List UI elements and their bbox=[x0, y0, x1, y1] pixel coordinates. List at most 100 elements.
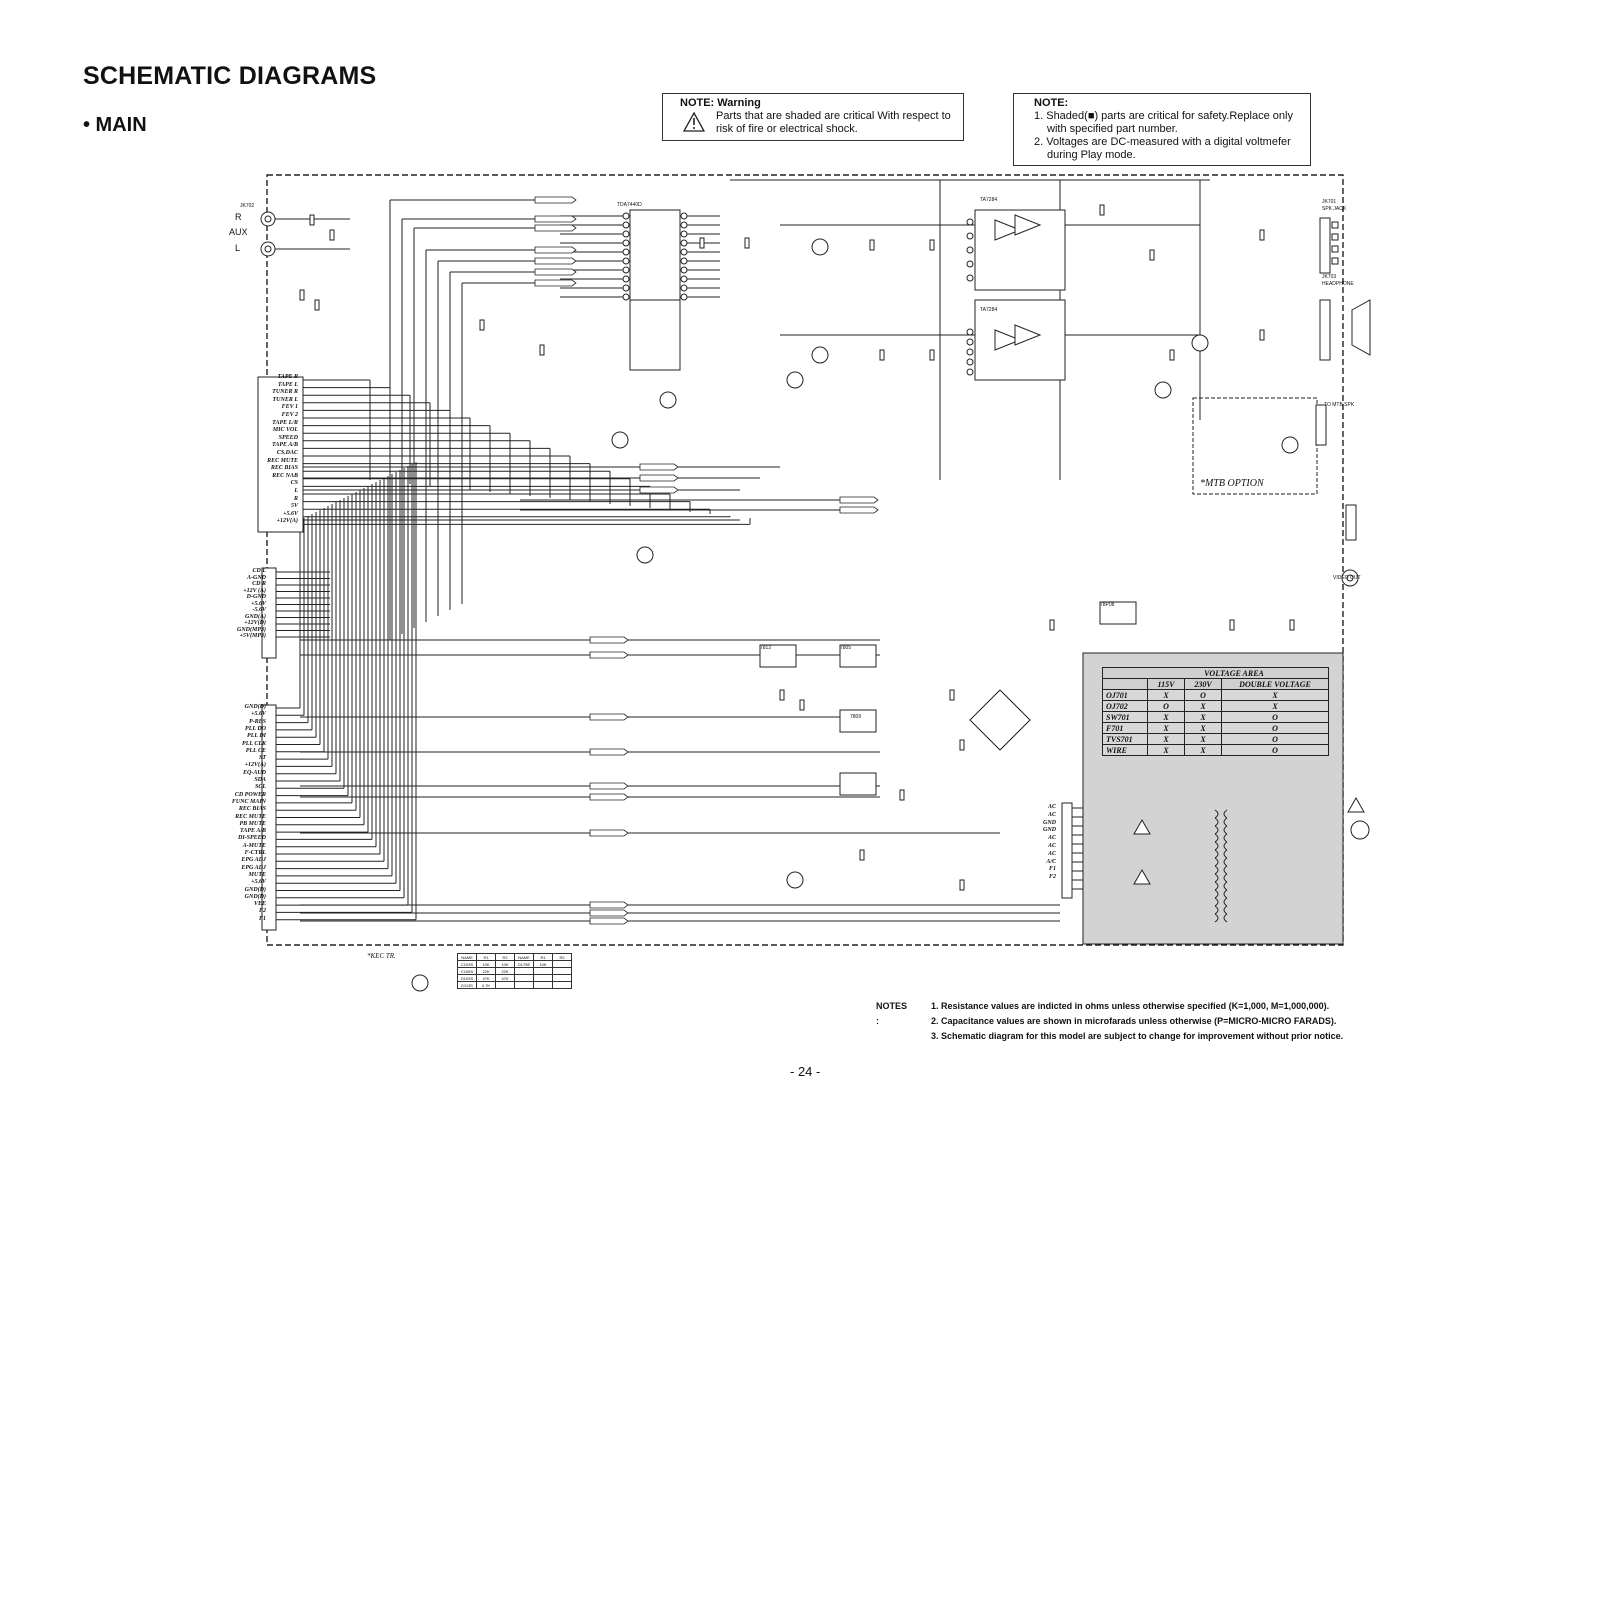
ic-part-label: TDA7440D bbox=[617, 202, 642, 208]
voltage-cell: X bbox=[1184, 744, 1222, 756]
connector-pin-label: TUNER R bbox=[272, 389, 298, 396]
connector-pin-label: TAPE L/R bbox=[272, 419, 298, 426]
spk-jack-block bbox=[1319, 217, 1331, 274]
kec-cell: 10K bbox=[476, 960, 496, 968]
connector-pin-label: SCL bbox=[254, 784, 266, 791]
regulator-ic bbox=[839, 644, 877, 668]
bus-tag bbox=[839, 506, 879, 514]
spk-pin bbox=[1331, 245, 1339, 253]
video-out-label: VIDEO OUT bbox=[1333, 575, 1361, 581]
kec-head-2: R2 bbox=[495, 953, 515, 961]
voltage-cell: O bbox=[1221, 733, 1329, 745]
transistor-symbol bbox=[1281, 436, 1299, 454]
transistor-symbol bbox=[411, 974, 429, 992]
ic-pin bbox=[966, 358, 974, 366]
passive-component bbox=[329, 229, 335, 241]
bus-tag bbox=[589, 748, 629, 756]
passive-component bbox=[959, 739, 965, 751]
ic-part-label: 7809 bbox=[850, 714, 862, 720]
kec-cell bbox=[514, 981, 534, 989]
connector-mid bbox=[261, 567, 277, 659]
transformer-coil bbox=[1223, 881, 1228, 891]
passive-component bbox=[299, 289, 305, 301]
connector-pin-label: GND(D) bbox=[244, 704, 266, 710]
connector-pin-label: +12V (A) bbox=[243, 587, 266, 594]
connector-pin-label: MUTE bbox=[248, 871, 266, 878]
kec-cell: 10K bbox=[495, 960, 515, 968]
transformer-coil bbox=[1214, 825, 1219, 835]
safety-note-line2b: during Play mode. bbox=[1047, 149, 1136, 161]
passive-component bbox=[799, 699, 805, 711]
connector-pin-label: A/C bbox=[1046, 858, 1056, 865]
note-item-1: 1. Resistance values are indicted in ohm… bbox=[931, 1001, 1330, 1011]
headphone-jack-block bbox=[1319, 299, 1331, 361]
passive-component bbox=[779, 689, 785, 701]
connector-pin-label: CD R bbox=[252, 581, 266, 587]
ic-pin bbox=[680, 221, 688, 229]
bus-tag bbox=[589, 917, 629, 925]
connector-bottom bbox=[261, 704, 277, 931]
transformer-coil bbox=[1223, 849, 1228, 859]
passive-component bbox=[959, 879, 965, 891]
passive-component bbox=[699, 237, 705, 249]
transformer-coil bbox=[1214, 913, 1219, 923]
regulator-ic bbox=[759, 644, 797, 668]
bridge-rectifier bbox=[969, 689, 1031, 751]
connector-pin-label: CD POWER bbox=[234, 791, 266, 798]
connector-pin-label: +5.6V bbox=[251, 600, 266, 607]
kec-cell bbox=[495, 981, 515, 989]
passive-component bbox=[1149, 249, 1155, 261]
kec-cell bbox=[552, 974, 572, 982]
bus-tag bbox=[534, 279, 577, 287]
ic-pin bbox=[680, 239, 688, 247]
spk-pin bbox=[1331, 233, 1339, 241]
kec-tr-label: *KEC TR. bbox=[367, 952, 396, 960]
passive-component bbox=[1259, 329, 1265, 341]
voltage-cell: X bbox=[1147, 744, 1185, 756]
ic-pin bbox=[622, 275, 630, 283]
voltage-cell: WIRE bbox=[1102, 744, 1148, 756]
bus-tag bbox=[534, 224, 577, 232]
ic-part-label: TA7284 bbox=[980, 197, 998, 203]
connector-pin-label: +12V(A) bbox=[244, 762, 266, 769]
connector-pin-label: SDA bbox=[254, 777, 266, 783]
passive-component bbox=[314, 299, 320, 311]
kec-head-3: NAME bbox=[514, 953, 534, 961]
connector-pin-label: TAPE L bbox=[277, 381, 298, 388]
voltage-cell: X bbox=[1221, 689, 1329, 701]
kec-cell bbox=[533, 967, 553, 975]
passive-component bbox=[1259, 229, 1265, 241]
connector-pin-label: R bbox=[293, 495, 298, 502]
headphone-plug bbox=[1351, 299, 1371, 356]
bus-tag bbox=[534, 246, 577, 254]
transformer-coil bbox=[1214, 849, 1219, 859]
connector-pin-label: +12V(D) bbox=[244, 620, 266, 626]
transformer-coil bbox=[1214, 881, 1219, 891]
connector-pin-label: AC bbox=[1047, 843, 1056, 849]
connector-pin-label: TUNER L bbox=[272, 396, 299, 403]
connector-pin-label: CD L bbox=[252, 568, 267, 574]
connector-pin-label: F-CTRL bbox=[244, 850, 266, 856]
voltage-cell: OJ702 bbox=[1102, 700, 1148, 712]
connector-pin-label: DI-SPEED bbox=[237, 835, 266, 842]
schematic-border bbox=[266, 174, 1344, 946]
transistor-symbol bbox=[811, 238, 829, 256]
voltage-cell: X bbox=[1184, 733, 1222, 745]
kec-cell: 4.7K bbox=[476, 981, 496, 989]
voltage-area-title: VOLTAGE AREA bbox=[1102, 667, 1329, 679]
bus-tag bbox=[589, 713, 629, 721]
transformer-coil bbox=[1214, 817, 1219, 827]
notes-label: NOTES : bbox=[876, 1001, 908, 1026]
ic-pin bbox=[622, 239, 630, 247]
critical-warning-icon bbox=[1347, 796, 1365, 813]
connector-pin-label: ST bbox=[258, 755, 266, 762]
safety-note-line2: 2. Voltages are DC-measured with a digit… bbox=[1034, 136, 1291, 148]
connector-pin-label: REC BIAS bbox=[238, 806, 266, 813]
transformer-coil bbox=[1223, 905, 1228, 915]
kec-cell: D103S bbox=[457, 974, 477, 982]
connector-pin-label: AC bbox=[1047, 835, 1056, 842]
